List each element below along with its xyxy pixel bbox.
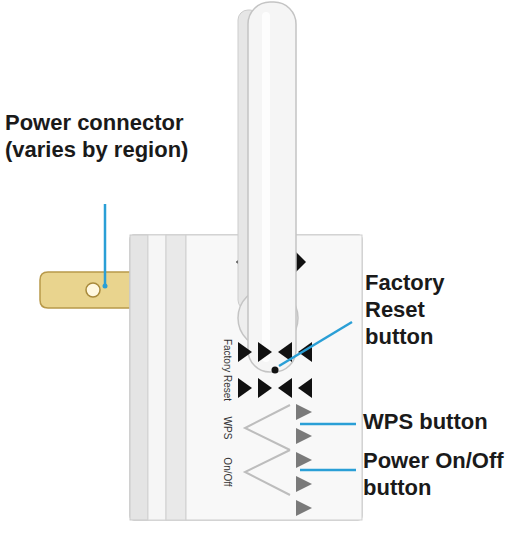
antenna xyxy=(248,2,296,372)
housing-layer xyxy=(148,235,166,520)
vent xyxy=(258,342,272,362)
vent xyxy=(296,252,306,272)
prong-hole xyxy=(86,283,100,297)
callout-label: WPS button xyxy=(363,409,528,436)
leader-dot xyxy=(103,284,108,289)
antenna-highlight xyxy=(262,12,270,362)
device-marking: WPS xyxy=(222,417,232,440)
leader-line xyxy=(300,423,356,426)
housing-layer xyxy=(166,235,186,520)
vent xyxy=(296,428,312,444)
housing-layer xyxy=(130,235,148,520)
vent xyxy=(296,452,312,468)
vent xyxy=(278,378,292,398)
vent xyxy=(238,342,252,362)
vent xyxy=(298,378,312,398)
vent xyxy=(296,476,312,492)
power-key xyxy=(245,450,290,495)
plug-prong xyxy=(40,272,136,308)
device-marking: On/Off xyxy=(222,457,232,486)
device-marking: Factory Reset xyxy=(222,339,232,401)
leader-line xyxy=(279,322,352,366)
vent xyxy=(296,500,312,516)
callout-label: Factory Reset button xyxy=(365,270,477,350)
callout-label: Power On/Off button xyxy=(363,448,528,502)
leader-line xyxy=(300,469,356,472)
vent xyxy=(258,378,272,398)
reset-pinhole xyxy=(272,367,279,374)
leader-line xyxy=(104,204,107,284)
wps-key xyxy=(245,405,290,450)
vent xyxy=(238,378,252,398)
vent xyxy=(296,404,312,420)
callout-label: Power connector (varies by region) xyxy=(5,110,237,164)
